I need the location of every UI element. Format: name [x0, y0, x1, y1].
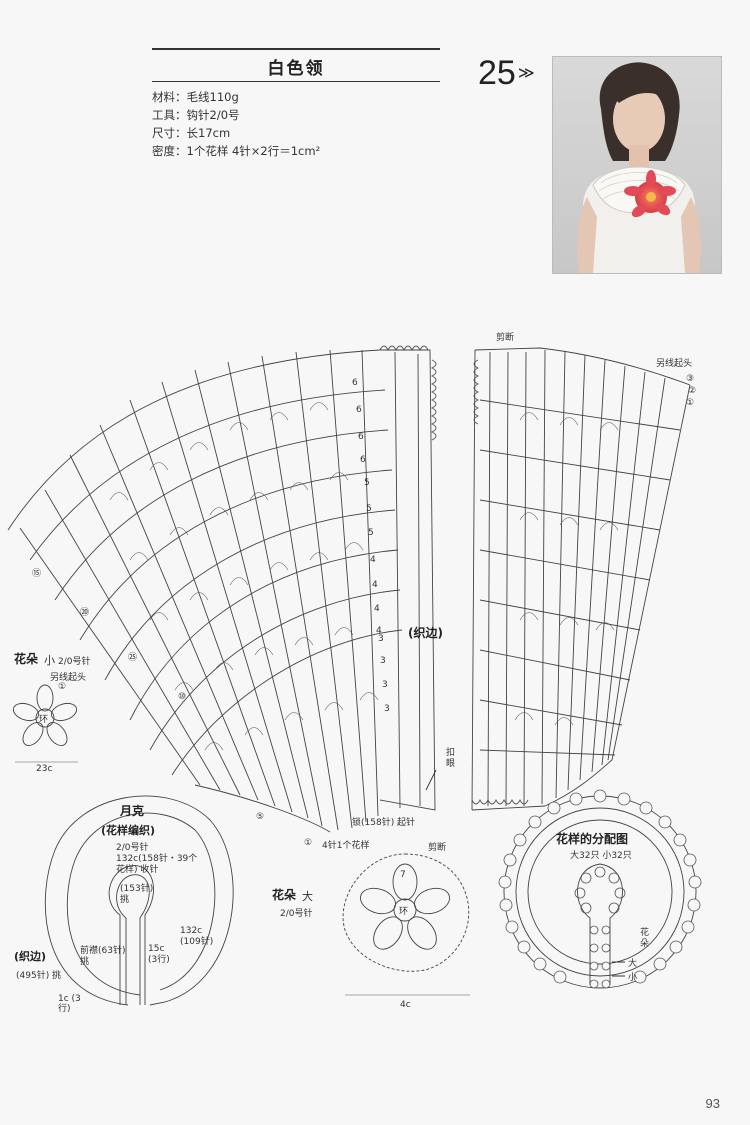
edge-marker-3: ③: [686, 374, 695, 384]
moon-collar-hook: 2/0号针: [116, 843, 149, 853]
row-number: 4: [370, 555, 376, 565]
small-flower-size: 小: [44, 654, 55, 667]
moon-collar-bottom: 1c (3行): [58, 994, 81, 1014]
small-flower-hook: 2/0号针: [58, 657, 91, 667]
model-photo: [552, 56, 722, 274]
small-flower-center: 环: [39, 715, 49, 725]
moon-collar-depth: 15c (3行): [148, 944, 170, 965]
edge-marker-2: ②: [688, 386, 697, 396]
spec-size: 尺寸：长17cm: [152, 126, 231, 140]
moon-collar-outline: [44, 795, 234, 1006]
left-collar-chart: [7, 349, 436, 833]
big-flower-hook: 2/0号针: [280, 909, 313, 919]
big-flower-width: 4c: [400, 1000, 411, 1010]
row-marker: ⑮: [32, 569, 42, 579]
stitch-repeat-label: 4针1个花样: [322, 841, 370, 851]
row-number: 6: [360, 455, 366, 465]
spec-gauge: 密度：1个花样 4针×2行＝1cm²: [152, 144, 321, 158]
layout-diagram-title: 花样的分配图: [556, 832, 629, 846]
moon-collar-inner-pick: (153针) 挑: [120, 884, 154, 905]
spec-material: 材料：毛线110g: [152, 90, 239, 104]
row-number: 3: [384, 704, 390, 714]
row-number: 5: [366, 504, 372, 514]
model-photo-illustration: [553, 57, 721, 273]
layout-small-label: 小: [628, 973, 638, 983]
big-flower-marker: 7: [400, 870, 406, 880]
row-number: 6: [352, 378, 358, 388]
buttonhole-label: 扣眼: [446, 748, 456, 769]
edge-label: (织边): [408, 626, 443, 640]
right-collar-shells: [514, 412, 619, 726]
moon-collar-edge: (织边): [14, 950, 47, 963]
layout-flower-label: 花朵: [640, 928, 650, 949]
big-flower-chart: [342, 853, 470, 972]
pattern-arrow-icon: ≫: [517, 65, 535, 82]
title-rule-top: [152, 48, 440, 50]
row-marker: ⑳: [80, 608, 90, 618]
row-marker: ㉕: [128, 653, 138, 663]
moon-collar-title: 月克: [120, 804, 145, 818]
small-flower-title: 花朵: [14, 652, 39, 666]
spec-list: 材料：毛线110g 工具：钩针2/0号 尺寸：长17cm 密度：1个花样 4针×…: [152, 88, 320, 160]
big-flower-size: 大: [302, 890, 313, 903]
row-number: 3: [380, 656, 386, 666]
row-number: 4: [376, 626, 382, 636]
chain-start-label: 锁(158针) 起针: [352, 818, 416, 828]
big-flower-cut: 剪断: [428, 843, 447, 853]
cut-right-label: 剪断: [496, 333, 515, 343]
row-marker: ⑤: [256, 812, 265, 822]
layout-big-label: 大: [628, 959, 638, 969]
title-rule-bottom: [152, 81, 440, 82]
row-number: 3: [382, 680, 388, 690]
big-flower-title: 花朵: [272, 888, 297, 902]
small-flower-chart: [12, 684, 78, 746]
row-marker: ⑩: [178, 692, 187, 702]
left-collar-shells: [109, 402, 379, 751]
big-flower-center: 环: [399, 907, 409, 917]
small-flower-start: 另线起头: [50, 673, 87, 683]
edge-marker-1: ①: [686, 398, 695, 408]
moon-collar-left-pick: (495针) 挑: [16, 971, 62, 981]
pattern-number-value: 25: [478, 54, 516, 92]
row-number: 5: [368, 528, 374, 538]
pattern-number: 25≫: [478, 54, 535, 93]
title-bar: 白色领: [152, 48, 440, 82]
row-number: 3: [378, 634, 384, 644]
small-flower-marker: ①: [58, 682, 67, 692]
row-number: 6: [356, 405, 362, 415]
other-yarn-start-label: 另线起头: [656, 359, 693, 369]
row-number: 4: [372, 580, 378, 590]
row-number: 4: [374, 604, 380, 614]
row-number: 5: [364, 478, 370, 488]
layout-diagram-counts: 大32只 小32只: [570, 851, 632, 861]
page-number: 93: [705, 1096, 720, 1111]
row-number: 6: [358, 432, 364, 442]
spec-tool: 工具：钩针2/0号: [152, 108, 240, 122]
flower-layout-diagram: [498, 789, 702, 989]
moon-collar-subtitle: (花样编织): [101, 824, 156, 837]
page-title: 白色领: [267, 59, 325, 79]
moon-collar-top-note: 132c(158针・39个花样) 收针: [116, 854, 198, 875]
row-marker: ①: [304, 838, 313, 848]
moon-collar-front-placket: 前襟(63针) 挑: [80, 946, 126, 967]
right-collar-chart: [471, 347, 691, 811]
moon-collar-right-note: 132c (109针): [180, 926, 214, 947]
small-flower-width: 23c: [36, 764, 53, 774]
